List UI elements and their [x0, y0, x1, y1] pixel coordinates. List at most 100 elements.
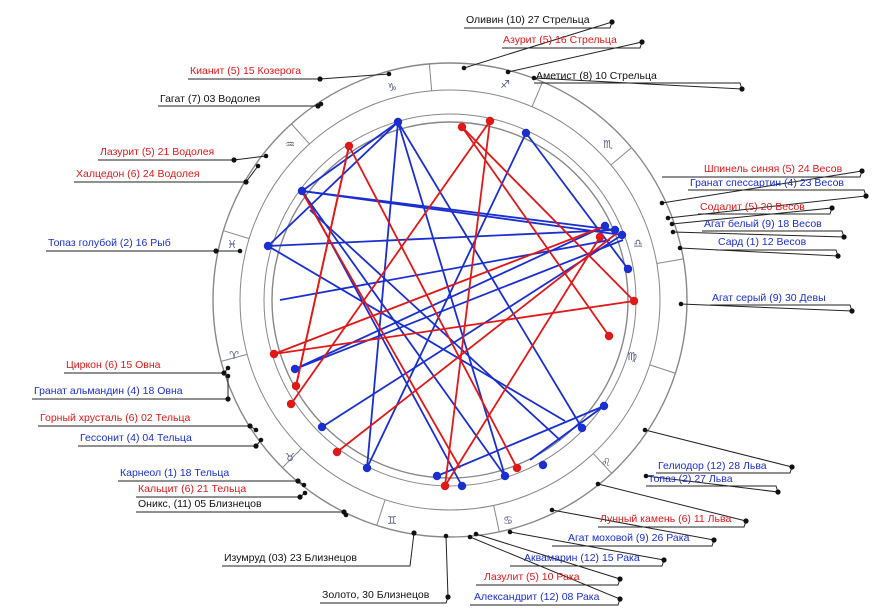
label-leader-line: [672, 230, 845, 238]
label-leader-line: [320, 535, 449, 604]
sign-divider: [428, 63, 433, 91]
stone-label: Топаз (2) 27 Льва: [648, 473, 733, 485]
stone-label: Агат серый (9) 30 Девы: [712, 292, 826, 304]
blue-aspect-line: [309, 209, 561, 441]
label-leader-line: [661, 170, 863, 204]
aquarius-icon: ♒: [285, 139, 295, 151]
label-leader-line: [463, 21, 613, 69]
leader-end-dot: [247, 423, 253, 429]
stone-label: Гагат (7) 03 Водолея: [160, 93, 260, 105]
red-planet-dot: [440, 481, 450, 491]
leader-end-dot: [411, 530, 417, 536]
stone-label: Халцедон (6) 24 Водолея: [76, 168, 200, 180]
label-leader-line: [667, 189, 867, 219]
stone-label: Горный хрусталь (6) 02 Тельца: [40, 412, 190, 424]
label-leader-line: [597, 483, 747, 528]
blue-planet-dot: [617, 230, 627, 240]
leader-end-dot: [743, 518, 749, 524]
blue-aspect-line: [366, 121, 399, 469]
gemini-icon: ♊: [387, 515, 397, 527]
stone-label: Шпинель синяя (5) 24 Весов: [704, 163, 843, 175]
leader-anchor-dot: [258, 437, 264, 443]
blue-planet-dot: [362, 463, 372, 473]
stone-label: Гелиодор (12) 28 Льва: [658, 460, 767, 472]
red-aspect-line: [295, 145, 350, 387]
leader-end-dot: [859, 168, 865, 174]
leader-anchor-dot: [302, 490, 308, 496]
zodiac-sign-glyphs: ♐♑♏♒♎♓♍♈♌♉♋♊: [227, 79, 643, 527]
red-aspect-line: [461, 126, 610, 337]
blue-planet-dot: [623, 264, 633, 274]
red-planet-dot: [344, 141, 354, 151]
red-planet-dot: [512, 463, 522, 473]
leader-end-dot: [739, 86, 745, 92]
stone-label: Лунный камень (6) 11 Льва: [600, 513, 731, 525]
sign-divider: [376, 499, 386, 526]
stone-label: Гессонит (4) 04 Тельца: [80, 432, 192, 444]
red-planet-dot: [291, 381, 301, 391]
red-aspect-line: [273, 300, 635, 355]
sign-divider: [282, 448, 302, 468]
blue-planet-dot: [599, 401, 609, 411]
ring-1: [212, 62, 688, 538]
leader-end-dot: [863, 193, 869, 199]
sign-divider: [220, 353, 248, 362]
label-leader-line: [645, 475, 779, 493]
label-leader-line: [509, 531, 665, 567]
blue-planet-dot: [432, 471, 442, 481]
leader-anchor-dot: [643, 473, 649, 479]
leader-anchor-dot: [505, 69, 511, 75]
stone-label: Агат моховой (9) 26 Рака: [568, 532, 690, 544]
red-planet-dot: [332, 447, 342, 457]
leader-anchor-dot: [467, 534, 473, 540]
leader-end-dot: [317, 76, 323, 82]
libra-icon: ♎: [633, 238, 643, 250]
leader-anchor-dot: [255, 163, 261, 169]
blue-planet-dot: [457, 481, 467, 491]
leader-anchor-dot: [549, 507, 555, 513]
leader-anchor-dot: [670, 229, 676, 235]
stone-label: Изумруд (03) 23 Близнецов: [224, 552, 357, 564]
label-leader-line: [469, 536, 621, 606]
stone-label: Сард (1) 12 Весов: [718, 236, 807, 248]
red-planet-dot: [604, 331, 614, 341]
label-leader-line: [644, 429, 793, 474]
red-aspect-line: [336, 232, 618, 453]
leader-end-dot: [445, 594, 451, 600]
blue-planet-dot: [521, 128, 531, 138]
leader-anchor-dot: [225, 373, 231, 379]
ring-2: [239, 89, 661, 511]
blue-aspect-line: [301, 190, 616, 231]
red-planet-dot: [269, 349, 279, 359]
blue-planet-dot: [600, 221, 610, 231]
leader-anchor-dot: [301, 482, 307, 488]
stone-label: Лазулит (5) 10 Рака: [484, 571, 580, 583]
leader-anchor-dot: [253, 427, 259, 433]
stone-label: Гранат спессартин (4) 23 Весов: [690, 177, 844, 189]
leader-anchor-dot: [225, 365, 231, 371]
sign-divider: [592, 453, 612, 474]
stone-label: Азурит (5) 16 Стрельца: [503, 34, 617, 46]
leader-end-dot: [639, 39, 645, 45]
red-aspect-line: [273, 225, 606, 355]
sign-divider: [610, 147, 632, 166]
stone-label: Кианит (5) 15 Козерога: [190, 65, 301, 77]
blue-aspect-line: [267, 229, 616, 247]
red-planet-dot: [485, 116, 495, 126]
leader-end-dot: [841, 234, 847, 240]
blue-planet-dot: [317, 422, 327, 432]
leader-end-dot: [849, 308, 855, 314]
capricorn-icon: ♑: [387, 82, 397, 94]
label-leader-line: [502, 41, 643, 73]
label-leader-line: [533, 77, 743, 90]
stone-label: Лазурит (5) 21 Водолея: [100, 146, 214, 158]
red-aspect-line: [300, 189, 461, 469]
label-leader-line: [671, 207, 833, 225]
red-aspect-line: [461, 126, 635, 302]
stone-label: Циркон (6) 15 Овна: [66, 359, 161, 371]
blue-planet-dot: [610, 225, 620, 235]
label-leader-line: [38, 425, 257, 431]
label-leader-line: [680, 303, 853, 312]
stone-label: Карнеол (1) 18 Тельца: [120, 467, 229, 479]
